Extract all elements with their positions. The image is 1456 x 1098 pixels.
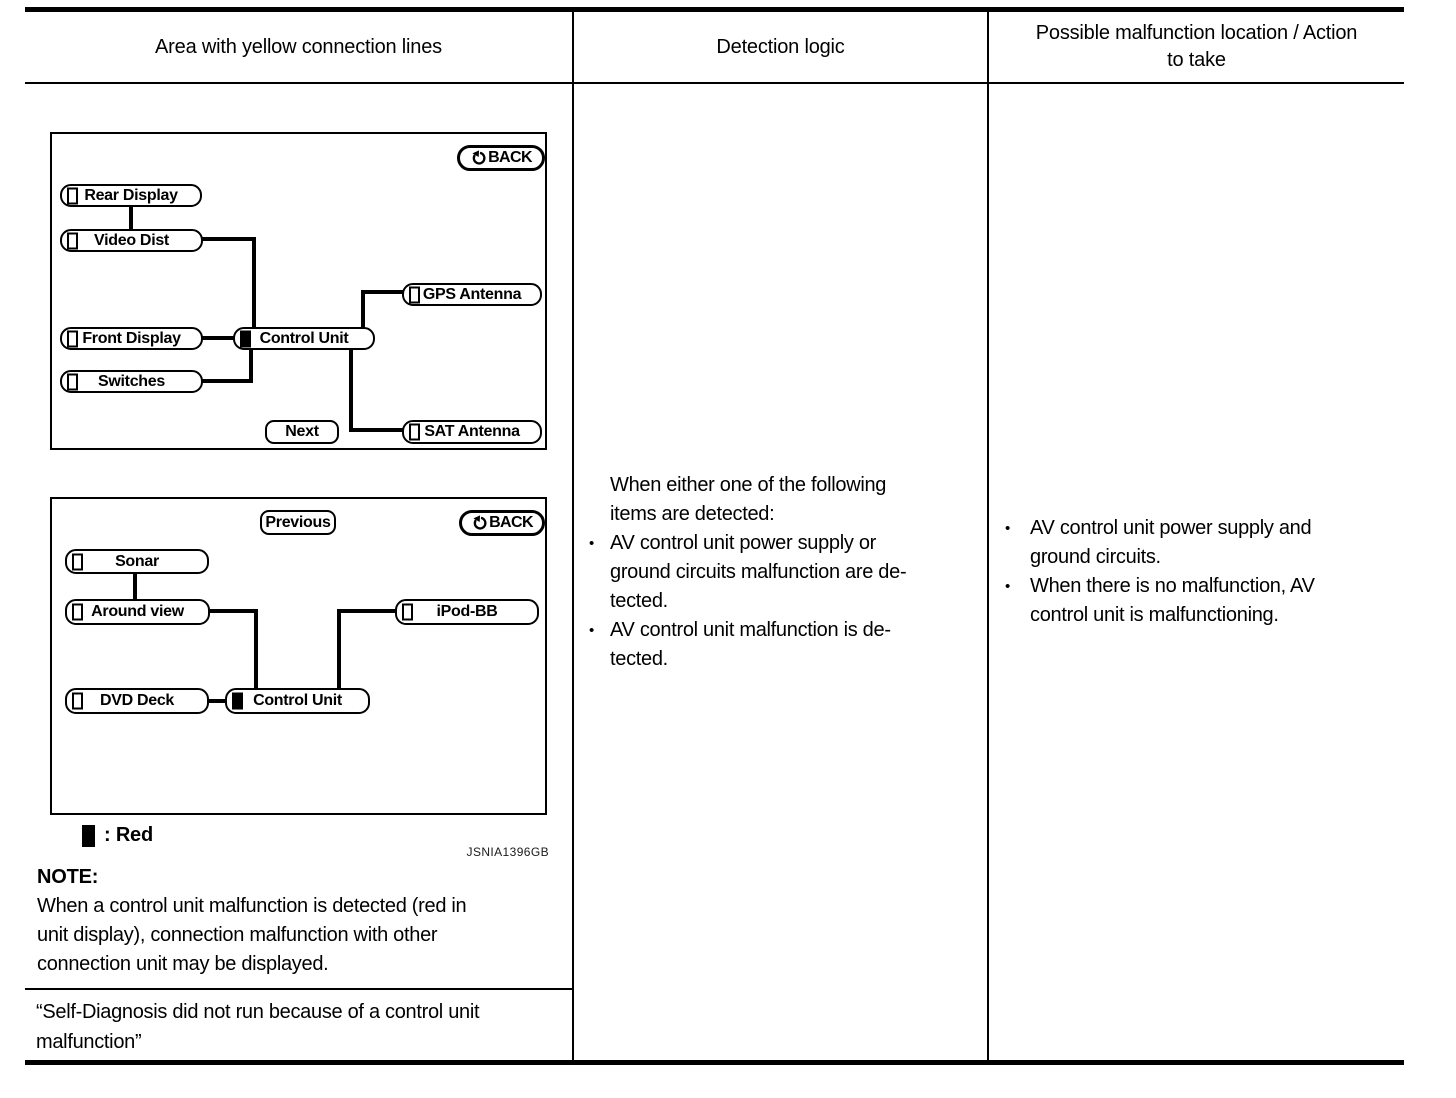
connector-line (249, 348, 253, 383)
next-button-label: Next (285, 423, 319, 440)
connector-line (207, 699, 227, 703)
status-tab-icon (402, 603, 413, 621)
node-label: Video Dist (94, 231, 169, 249)
column-action-to-take: • AV control unit power supply and groun… (989, 84, 1404, 1060)
table-header-row: Area with yellow connection lines Detect… (25, 12, 1404, 84)
bullet-text: AV control unit power supply and ground … (1030, 517, 1312, 568)
return-arrow-icon (470, 149, 487, 167)
node-label: Front Display (82, 329, 181, 347)
header-detection-logic: Detection logic (574, 12, 989, 82)
node-control-unit: Control Unit (233, 327, 375, 350)
action-bullet-2: • When there is no malfunction, AV contr… (1003, 572, 1398, 630)
status-tab-icon (67, 373, 78, 390)
figure-code: JSNIA1396GB (466, 845, 549, 859)
connector-line (201, 379, 253, 383)
column-detection-logic: When either one of the following items a… (574, 84, 989, 1060)
bullet-text: When there is no malfunction, AV control… (1030, 575, 1315, 626)
nav-screen-1: Rear Display Video Dist GPS Antenna (50, 132, 547, 450)
node-around-view: Around view (65, 599, 210, 625)
self-diagnosis-message: “Self-Diagnosis did not run because of a… (36, 1001, 480, 1053)
status-tab-icon (72, 692, 83, 710)
diagnosis-table: Area with yellow connection lines Detect… (25, 7, 1404, 1065)
bullet-text: AV control unit malfunction is de- tecte… (610, 618, 891, 670)
status-tab-icon (67, 187, 78, 204)
connector-line (252, 237, 256, 329)
node-video-dist: Video Dist (60, 229, 203, 252)
status-tab-icon (72, 553, 83, 570)
node-front-display: Front Display (60, 327, 203, 350)
status-tab-icon (72, 603, 83, 621)
node-label: Control Unit (253, 692, 342, 709)
node-label: Switches (98, 372, 165, 390)
node-label: DVD Deck (99, 692, 175, 709)
diagram-cell: Rear Display Video Dist GPS Antenna (25, 84, 572, 990)
connector-line (133, 572, 137, 601)
previous-button[interactable]: Previous (260, 510, 336, 535)
node-label: GPS Antenna (422, 285, 522, 303)
node-label: Around view (91, 603, 184, 620)
column-area-with-yellow-lines: Rear Display Video Dist GPS Antenna (25, 84, 574, 1060)
status-tab-icon (67, 232, 78, 249)
connector-line (337, 609, 341, 690)
node-label: Rear Display (84, 186, 178, 204)
legend-label: : Red (104, 824, 154, 846)
malfunction-tab-icon (232, 692, 243, 710)
table-body: Rear Display Video Dist GPS Antenna (25, 84, 1404, 1060)
previous-button-label: Previous (265, 513, 331, 531)
node-label: iPod-BB (436, 603, 498, 620)
note-body: When a control unit malfunction is detec… (37, 895, 467, 975)
status-tab-icon (409, 423, 420, 441)
next-button[interactable]: Next (265, 420, 339, 444)
connector-line (254, 609, 258, 690)
node-dvd-deck: DVD Deck (65, 688, 209, 714)
nav-screen-2: Sonar Around view iPod-BB DVD Deck (50, 497, 547, 815)
node-label: Sonar (115, 552, 159, 570)
status-tab-icon (67, 330, 78, 347)
back-button-label: BACK (489, 514, 533, 531)
connector-line (201, 237, 256, 241)
back-button-label: BACK (488, 149, 532, 166)
bullet-icon: • (589, 621, 595, 639)
node-control-unit: Control Unit (225, 688, 370, 714)
bullet-text: AV control unit power supply or ground c… (610, 531, 907, 612)
node-sonar: Sonar (65, 549, 209, 574)
connector-line (201, 336, 235, 340)
note-block: NOTE: When a control unit malfunction is… (37, 863, 566, 979)
connector-line (361, 290, 404, 294)
back-button[interactable]: BACK (459, 510, 545, 536)
detection-intro: When either one of the following items a… (610, 473, 887, 525)
action-bullet-1: • AV control unit power supply and groun… (1003, 514, 1398, 572)
header-area-yellow-lines: Area with yellow connection lines (25, 12, 574, 82)
red-indicator-swatch (82, 824, 95, 847)
status-tab-icon (409, 286, 420, 303)
header-possible-malfunction: Possible malfunction location / Action t… (1035, 22, 1358, 71)
node-label: Control Unit (259, 329, 349, 347)
connector-line (337, 609, 397, 613)
node-label: SAT Antenna (424, 423, 520, 440)
node-switches: Switches (60, 370, 203, 393)
connector-line (349, 348, 353, 432)
connector-line (361, 290, 365, 329)
node-rear-display: Rear Display (60, 184, 202, 207)
connector-line (129, 206, 133, 231)
detection-bullet-1: • AV control unit power supply or ground… (587, 529, 981, 616)
note-title: NOTE: (37, 866, 99, 888)
node-ipod-bb: iPod-BB (395, 599, 539, 625)
back-button[interactable]: BACK (457, 145, 545, 171)
bullet-icon: • (1005, 578, 1011, 595)
bullet-icon: • (589, 534, 595, 552)
return-arrow-icon (471, 514, 488, 532)
bullet-icon: • (1005, 520, 1011, 537)
node-sat-antenna: SAT Antenna (402, 420, 542, 444)
detection-bullet-2: • AV control unit malfunction is de- tec… (587, 616, 981, 674)
node-gps-antenna: GPS Antenna (402, 283, 542, 306)
legend-red: : Red (82, 824, 153, 847)
connector-line (208, 609, 258, 613)
connector-line (349, 428, 404, 432)
malfunction-tab-icon (240, 330, 251, 347)
